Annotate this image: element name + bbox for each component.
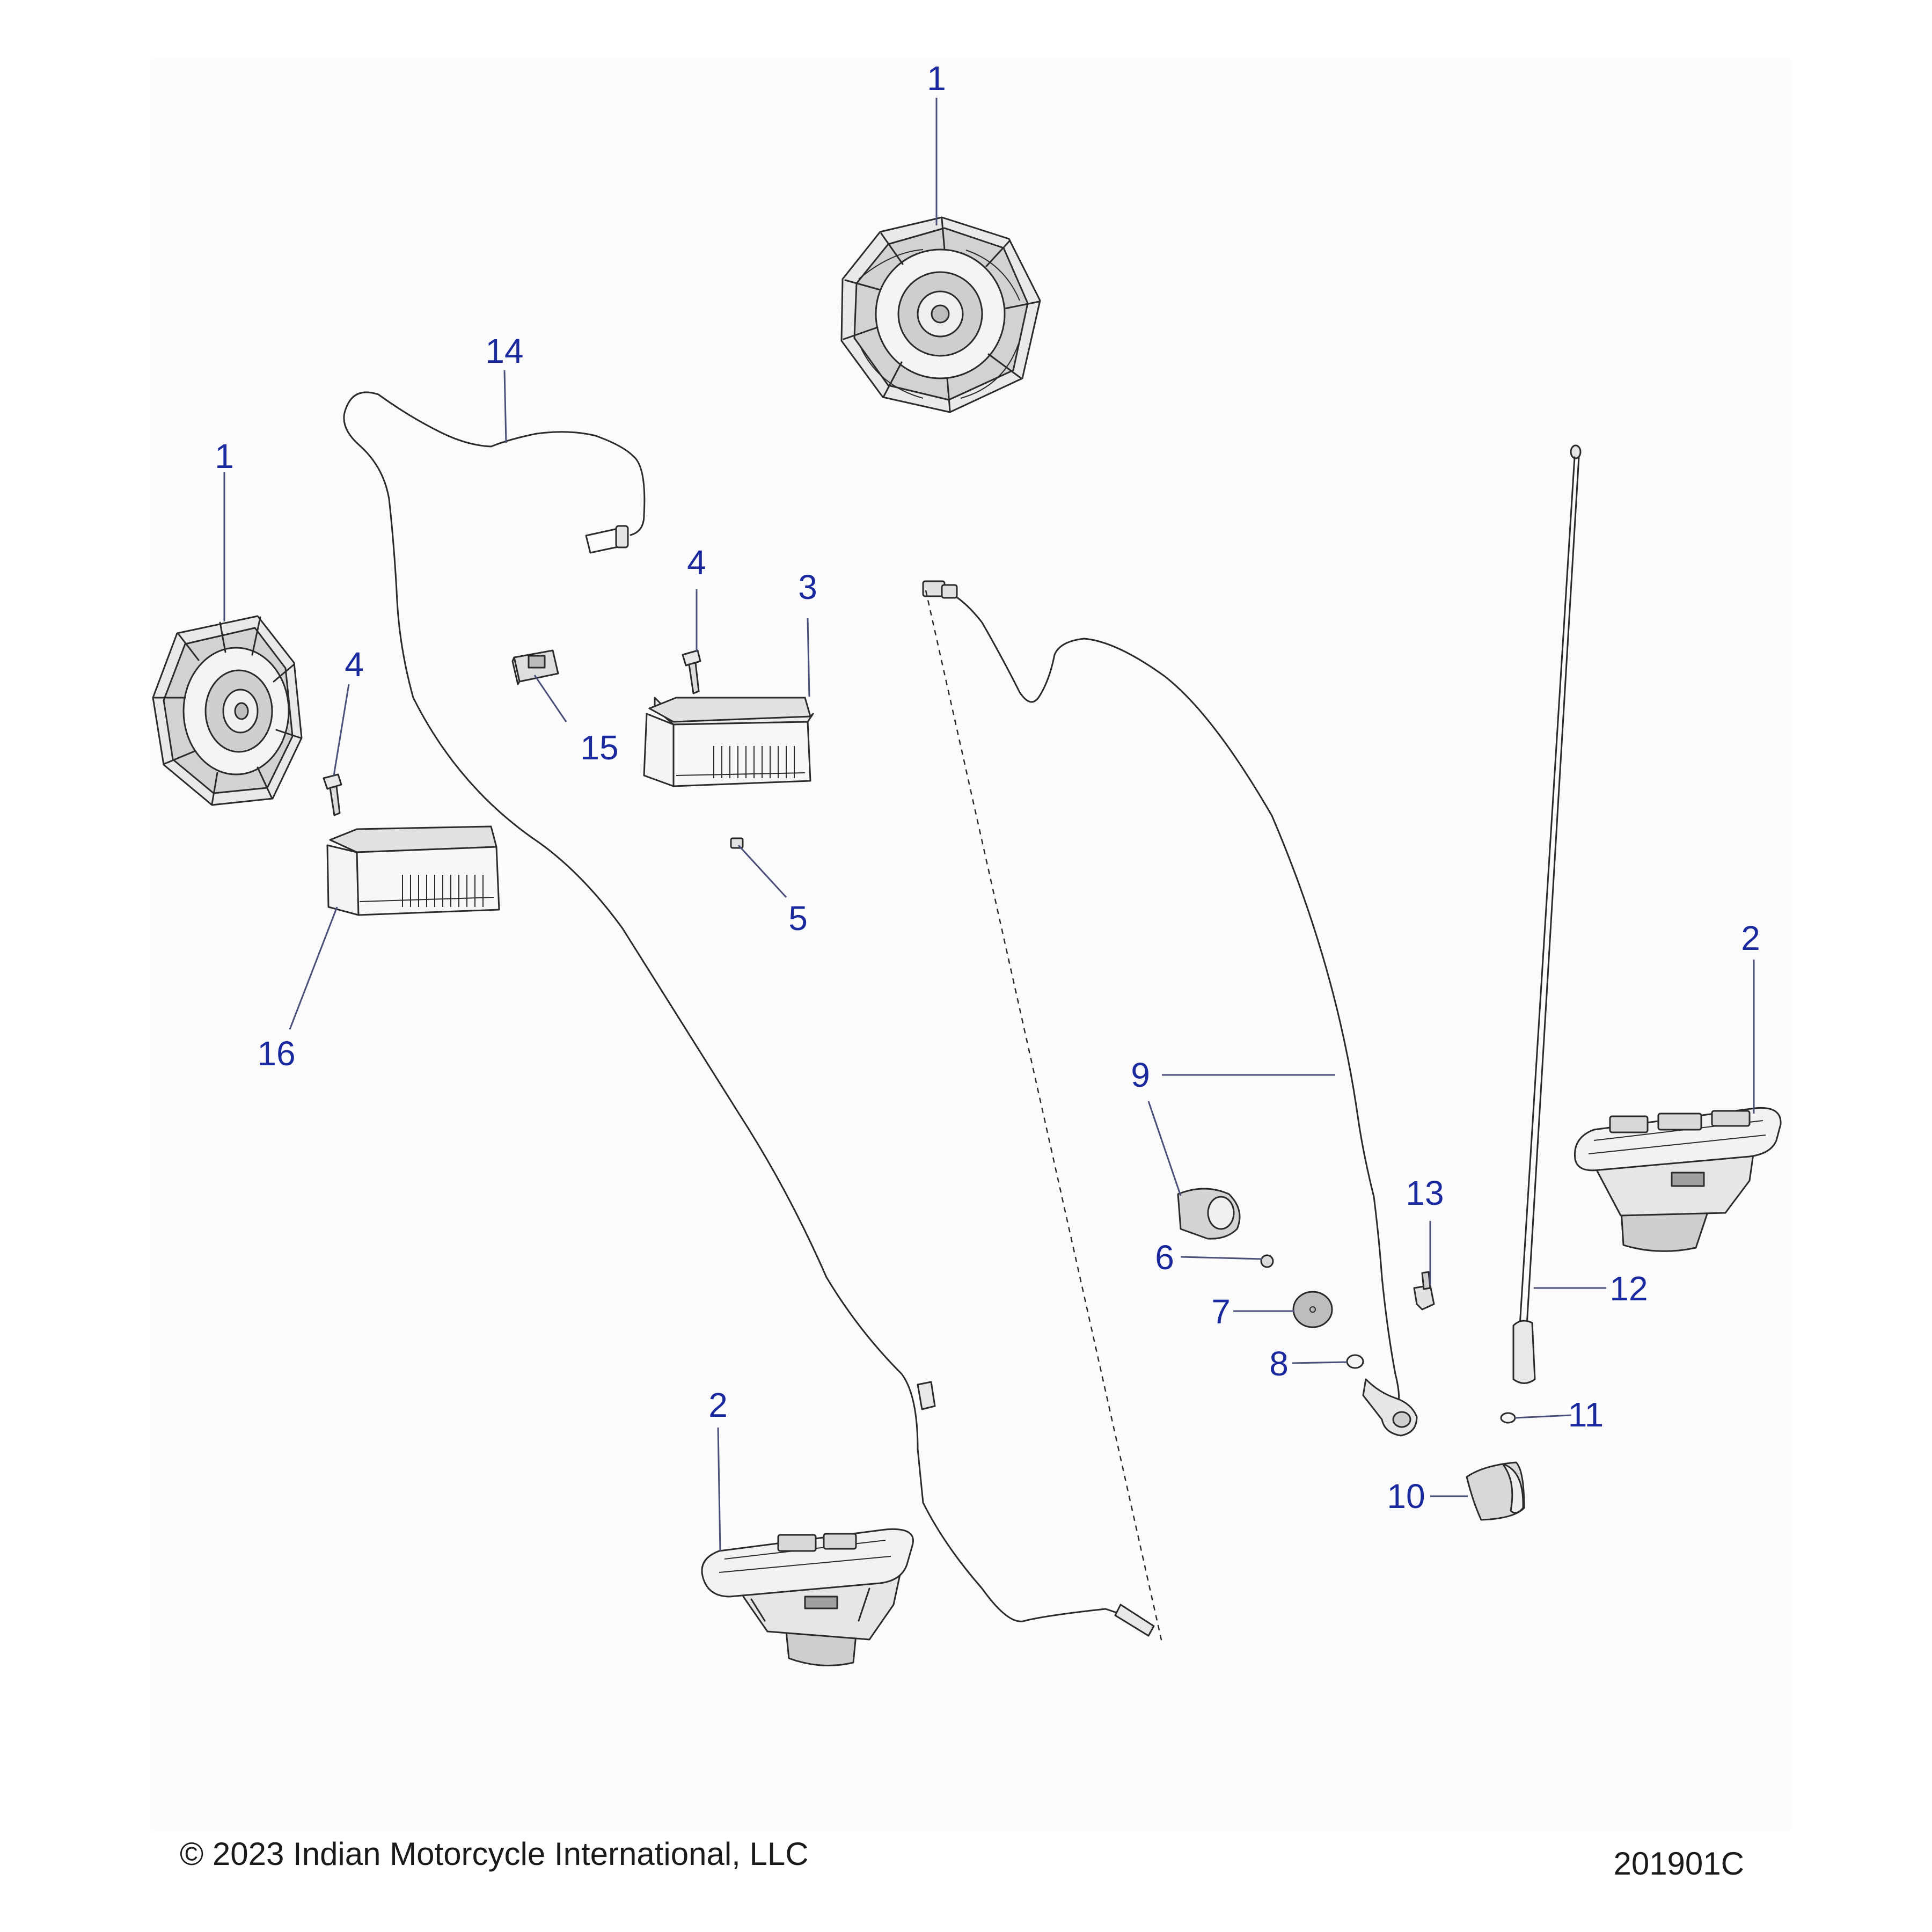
antenna-mast (1512, 444, 1582, 1384)
amplifier (643, 697, 814, 787)
diagram-code: 201901C (1613, 1846, 1744, 1882)
amplifier-lower (326, 825, 500, 916)
clip (730, 837, 744, 849)
callout-14: 14 (485, 332, 523, 370)
callout-16: 16 (257, 1034, 295, 1073)
callout-2-right: 2 (1741, 919, 1760, 957)
diagram-background (150, 59, 1792, 1830)
callout-7: 7 (1211, 1292, 1231, 1331)
callout-8: 8 (1269, 1344, 1289, 1383)
callout-13: 13 (1406, 1174, 1444, 1212)
callout-10: 10 (1387, 1477, 1425, 1516)
callout-1-top: 1 (927, 59, 946, 98)
small-washer (1500, 1412, 1516, 1424)
callout-1-left: 1 (215, 437, 234, 475)
wire-harness (343, 391, 1155, 1637)
gasket (1292, 1291, 1333, 1328)
bolt-lower (323, 773, 342, 816)
washer (1346, 1354, 1364, 1369)
antenna-base-cap (1466, 1461, 1525, 1521)
callout-4-lower: 4 (345, 645, 364, 684)
antenna-cable (922, 580, 1418, 1437)
callout-5: 5 (788, 899, 808, 938)
clamp-bracket (1413, 1271, 1435, 1311)
callout-12: 12 (1609, 1269, 1648, 1308)
callout-11: 11 (1568, 1395, 1604, 1434)
speaker-right (1574, 1107, 1782, 1252)
callouts: 1 1 14 4 4 3 15 5 16 9 13 6 7 8 12 11 10… (215, 59, 1760, 1516)
nut (1260, 1254, 1274, 1268)
leader-lines (223, 98, 1755, 1552)
antenna-mount (1177, 1188, 1241, 1240)
callout-6: 6 (1155, 1238, 1174, 1277)
callout-15: 15 (580, 728, 618, 767)
callout-3: 3 (798, 568, 817, 606)
routing-dashed-line (925, 590, 1163, 1643)
bolt-upper (682, 649, 701, 694)
connector-block (511, 649, 559, 685)
speaker-bottom (701, 1528, 914, 1666)
callout-2-bottom: 2 (708, 1386, 728, 1424)
speaker-top (840, 216, 1041, 413)
callout-4-upper: 4 (687, 543, 706, 582)
speaker-left (152, 615, 303, 806)
callout-9: 9 (1131, 1056, 1150, 1094)
copyright-notice: © 2023 Indian Motorcycle International, … (180, 1836, 809, 1872)
